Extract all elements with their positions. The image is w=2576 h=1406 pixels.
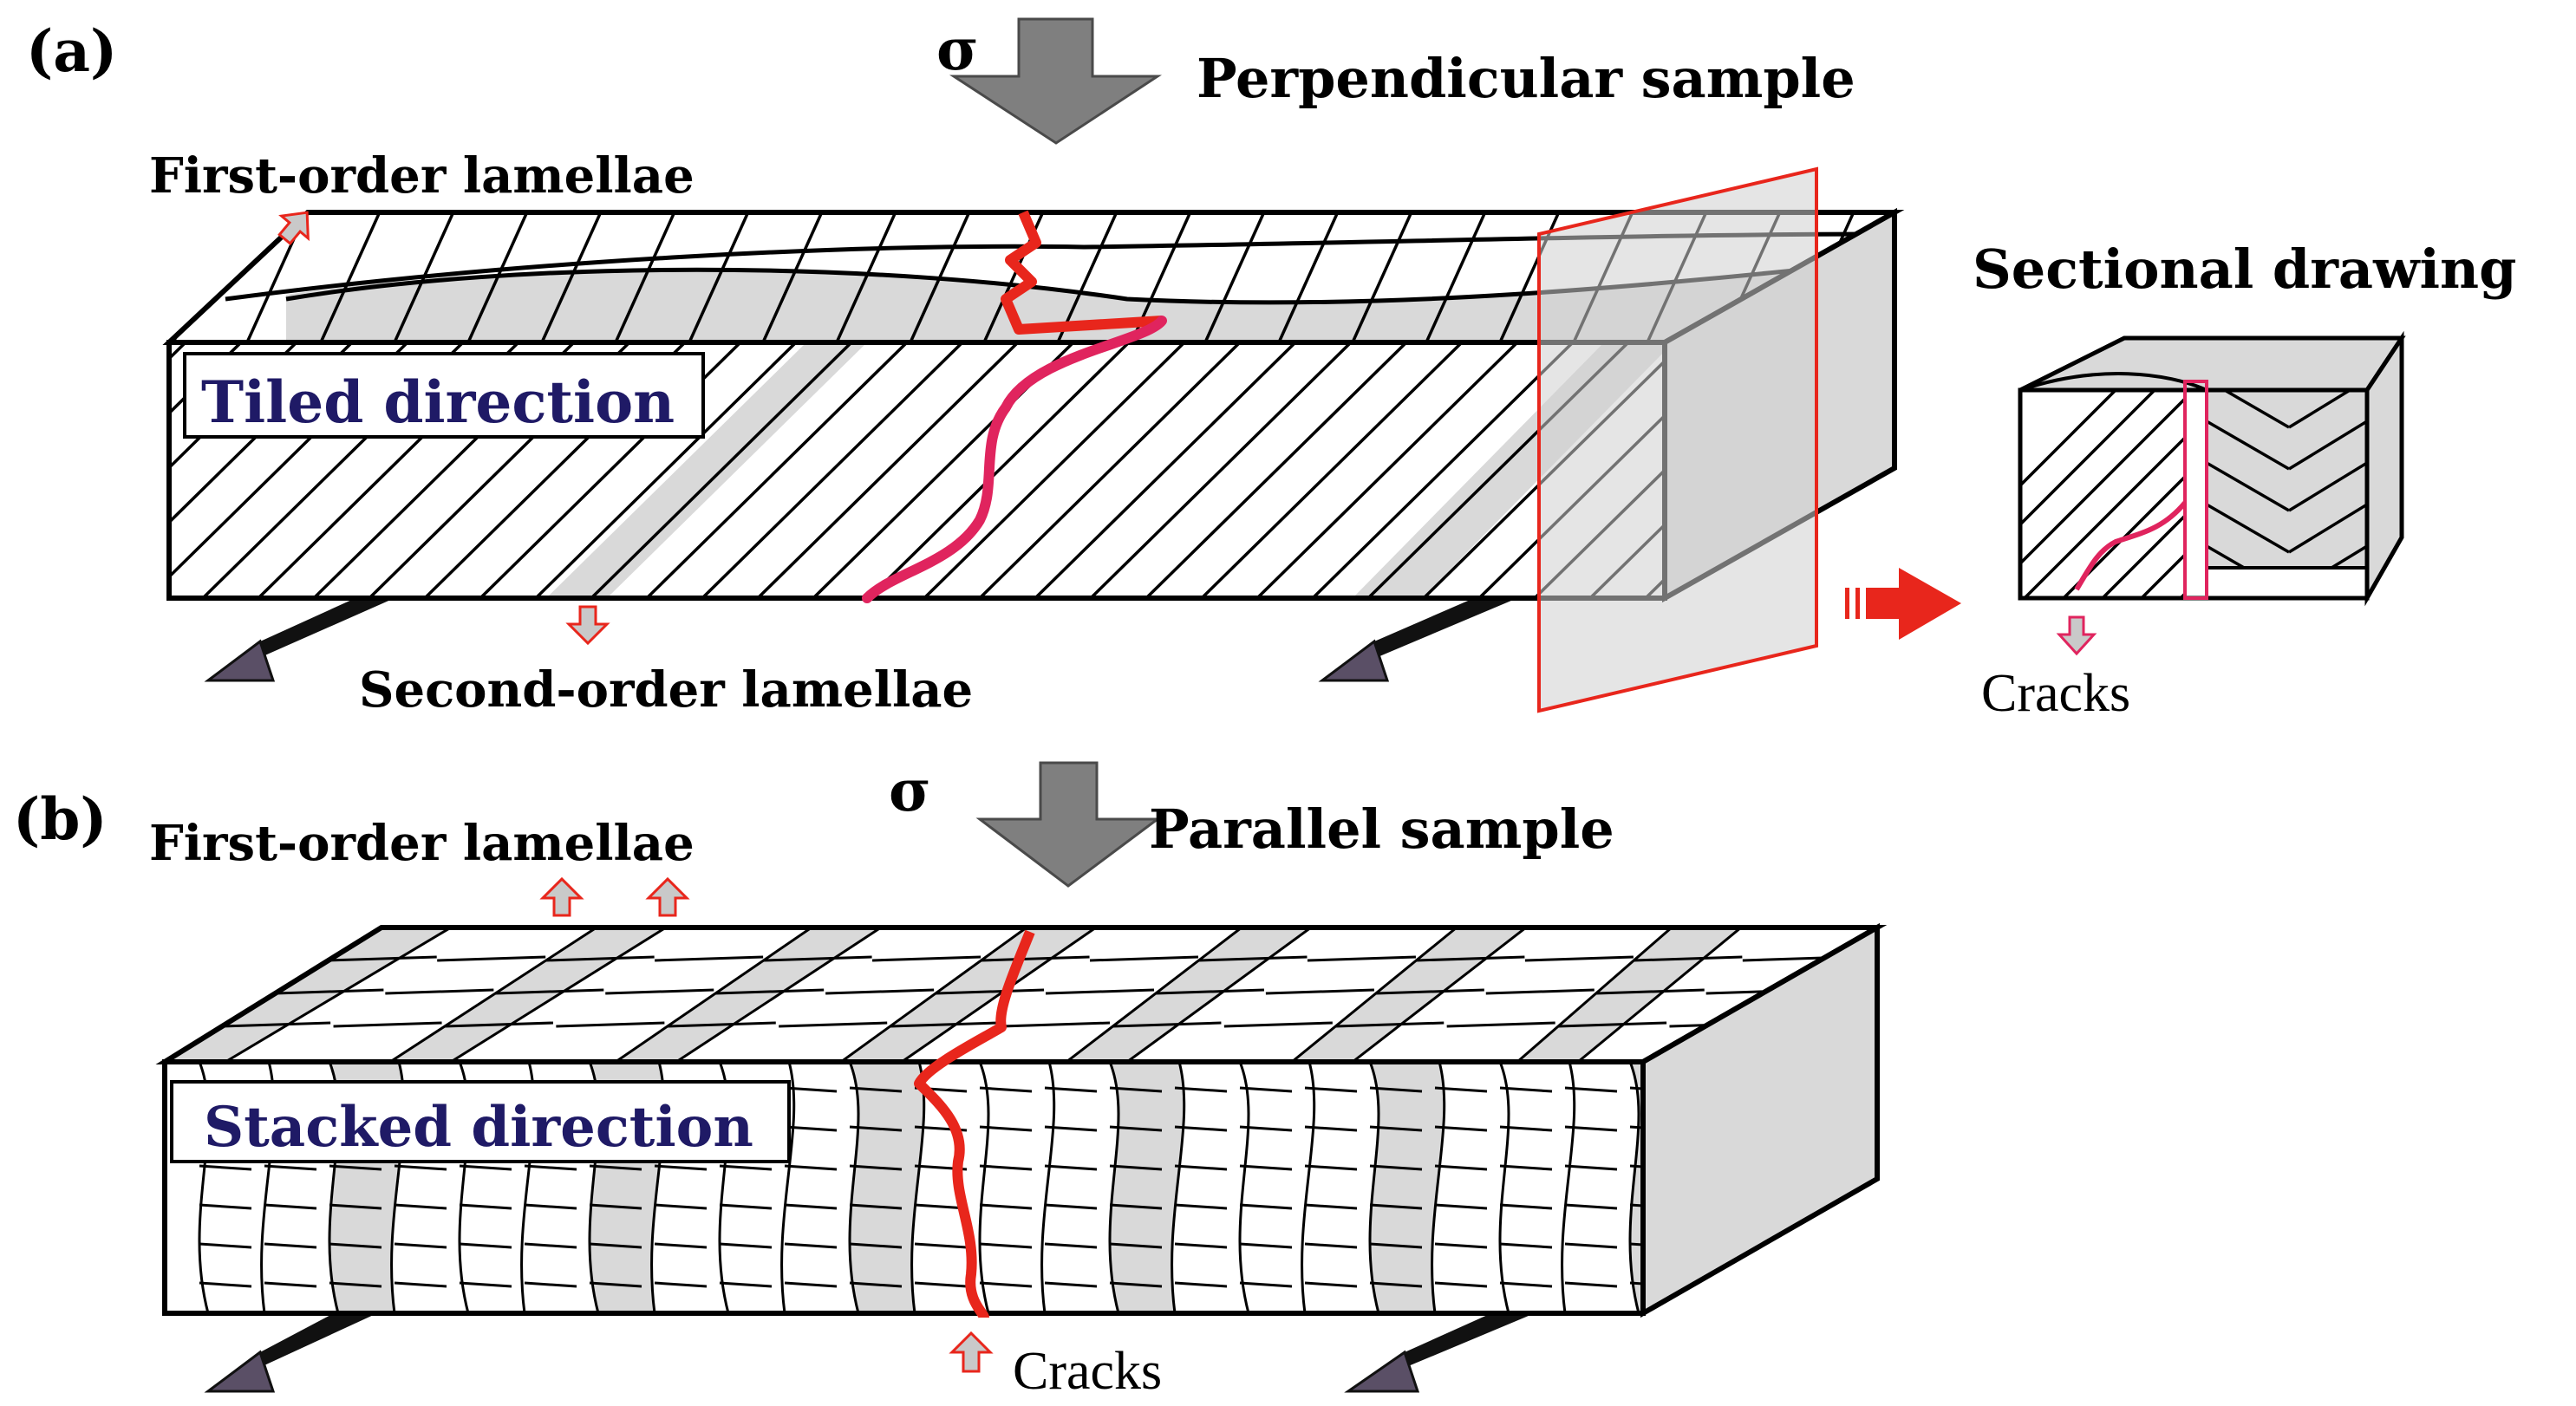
panel-b: (b) σ Parallel sample First-order lamell… [13, 757, 1888, 1401]
stress-arrow-b-icon [975, 761, 1162, 888]
right-support-b-face-icon [1344, 1350, 1420, 1393]
second-order-label: Second-order lamellae [359, 661, 973, 719]
left-support-face-icon [204, 639, 276, 682]
perpendicular-sample-title: Perpendicular sample [1197, 47, 1855, 110]
first-order-arrow-b1-icon [539, 876, 584, 917]
first-order-arrow-a-icon [277, 211, 310, 246]
second-order-arrow-icon [565, 605, 610, 646]
section-arrow-icon [1845, 568, 1961, 640]
cracks-arrow-b-icon [949, 1331, 994, 1373]
crack-front-a [862, 316, 1167, 603]
first-order-label-b: First-order lamellae [149, 815, 695, 872]
panel-b-label: (b) [13, 785, 108, 853]
tiled-direction-box [183, 352, 705, 439]
section-cracks-arrow-icon [2056, 615, 2097, 656]
sectional-drawing-title: Sectional drawing [1973, 238, 2516, 301]
cracks-label-b: Cracks [1013, 1342, 1162, 1401]
panel-a: (a) σ Perpendicular sample First-order l… [26, 16, 2516, 723]
stacked-direction-label: Stacked direction [204, 1095, 753, 1160]
tiled-direction-label: Tiled direction [201, 368, 675, 436]
panel-a-label: (a) [26, 17, 117, 85]
first-order-label-a: First-order lamellae [149, 147, 695, 205]
first-order-arrow-b2-icon [645, 876, 690, 917]
section-cracks-label: Cracks [1981, 664, 2130, 723]
left-support-b-face-icon [204, 1350, 276, 1393]
parallel-sample-title: Parallel sample [1149, 797, 1614, 861]
stress-symbol-a: σ [936, 16, 979, 83]
sectional-block [2018, 330, 2406, 607]
top-face-a-pattern [172, 212, 1895, 342]
crack-b [914, 929, 1035, 1320]
stacked-direction-box [170, 1080, 791, 1163]
stress-arrow-icon [949, 17, 1163, 145]
stress-symbol-b: σ [889, 757, 931, 824]
right-support-face-icon [1318, 639, 1390, 682]
side-face-b [1640, 922, 1880, 1318]
crack-top-a [1001, 210, 1163, 335]
section-plane [1537, 166, 1818, 713]
